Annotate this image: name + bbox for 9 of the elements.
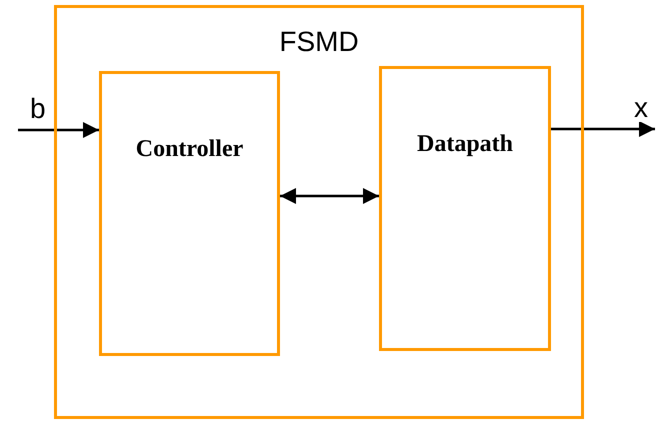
- arrow: [18, 122, 99, 138]
- module-box: [54, 5, 584, 419]
- block-box: [99, 71, 280, 356]
- block-box: [379, 66, 551, 351]
- block-label: Datapath: [417, 131, 513, 158]
- module-title: FSMD: [279, 26, 359, 58]
- arrow: [280, 188, 379, 204]
- block-label: Controller: [136, 136, 244, 163]
- arrow: [551, 121, 655, 137]
